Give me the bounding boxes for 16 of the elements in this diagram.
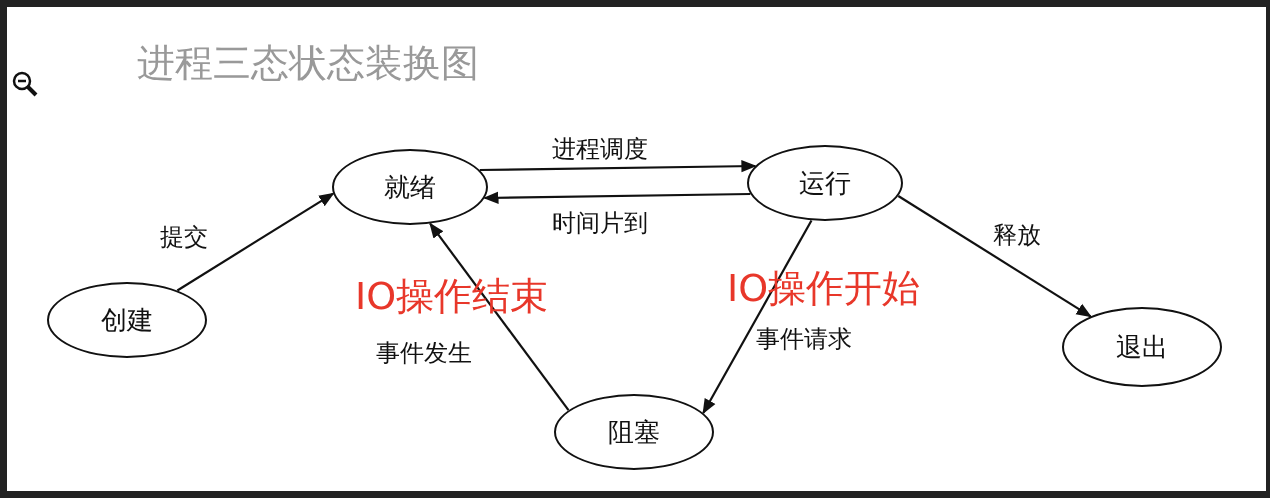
arrow (429, 222, 570, 411)
state-label: 阻塞 (608, 415, 660, 449)
state-label: 创建 (101, 303, 153, 337)
arrow (176, 192, 335, 292)
arrow (702, 219, 813, 415)
edge-label: 提交 (160, 224, 208, 251)
diagram-title: 进程三态状态装换图 (137, 40, 479, 87)
state-label: 运行 (799, 166, 851, 200)
edge-label: 时间片到 (552, 210, 648, 237)
edge-label: 事件发生 (376, 340, 472, 367)
arrow (479, 160, 757, 173)
edge-label: 释放 (993, 222, 1041, 249)
state-label: 就绪 (384, 170, 436, 204)
edge-label: 进程调度 (552, 136, 648, 163)
edge-label: 事件请求 (756, 326, 852, 353)
state-label: 退出 (1116, 330, 1168, 364)
